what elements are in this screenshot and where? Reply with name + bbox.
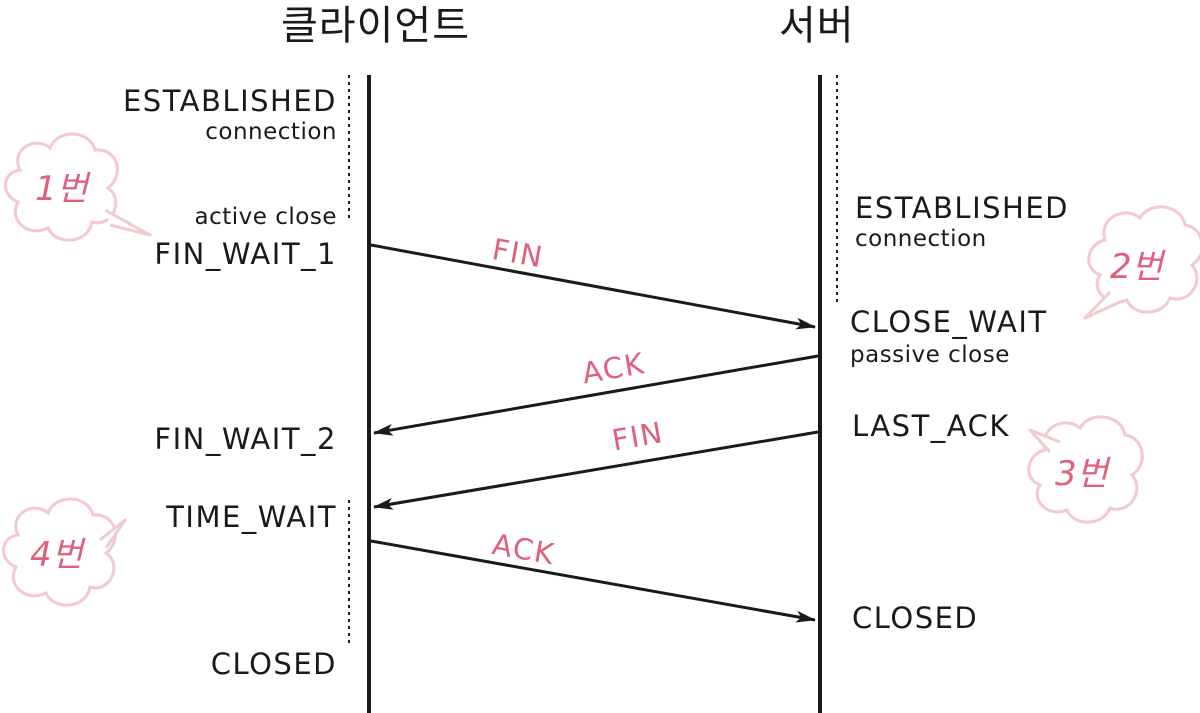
cloud-badge-4 <box>2 497 127 607</box>
fin-message-label-1: FIN <box>489 232 547 275</box>
ack-arrow-2 <box>370 539 816 623</box>
client-connection-label: connection <box>205 119 337 145</box>
cloud-badge-1 <box>4 132 152 242</box>
client-closed-label: CLOSED <box>210 647 337 681</box>
fin-arrow-1 <box>370 243 816 330</box>
fin-arrow-2 <box>373 430 819 510</box>
badge-1-text: 1번 <box>35 169 88 209</box>
time-wait-label: TIME_WAIT <box>166 500 337 534</box>
active-close-label: active close <box>194 204 337 230</box>
cloud-badge-3 <box>1027 415 1144 524</box>
last-ack-label: LAST_ACK <box>852 409 1010 443</box>
close-wait-label: CLOSE_WAIT <box>850 305 1048 339</box>
client-established-label: ESTABLISHED <box>122 84 337 118</box>
badge-4-text: 4번 <box>30 535 83 575</box>
passive-close-label: passive close <box>850 342 1010 368</box>
ack-arrow-1 <box>373 354 819 436</box>
fin-wait-1-label: FIN_WAIT_1 <box>154 237 337 271</box>
cloud-badge-2 <box>1083 205 1200 320</box>
badge-2-text: 2번 <box>1110 247 1163 287</box>
server-header: 서버 <box>779 3 855 49</box>
fin-wait-2-label: FIN_WAIT_2 <box>154 422 337 456</box>
client-header: 클라이언트 <box>281 3 470 49</box>
server-connection-label: connection <box>855 226 987 252</box>
fin-message-label-2: FIN <box>609 415 667 458</box>
badge-3-text: 3번 <box>1055 454 1108 494</box>
server-established-label: ESTABLISHED <box>855 191 1070 225</box>
server-closed-label: CLOSED <box>852 601 979 635</box>
